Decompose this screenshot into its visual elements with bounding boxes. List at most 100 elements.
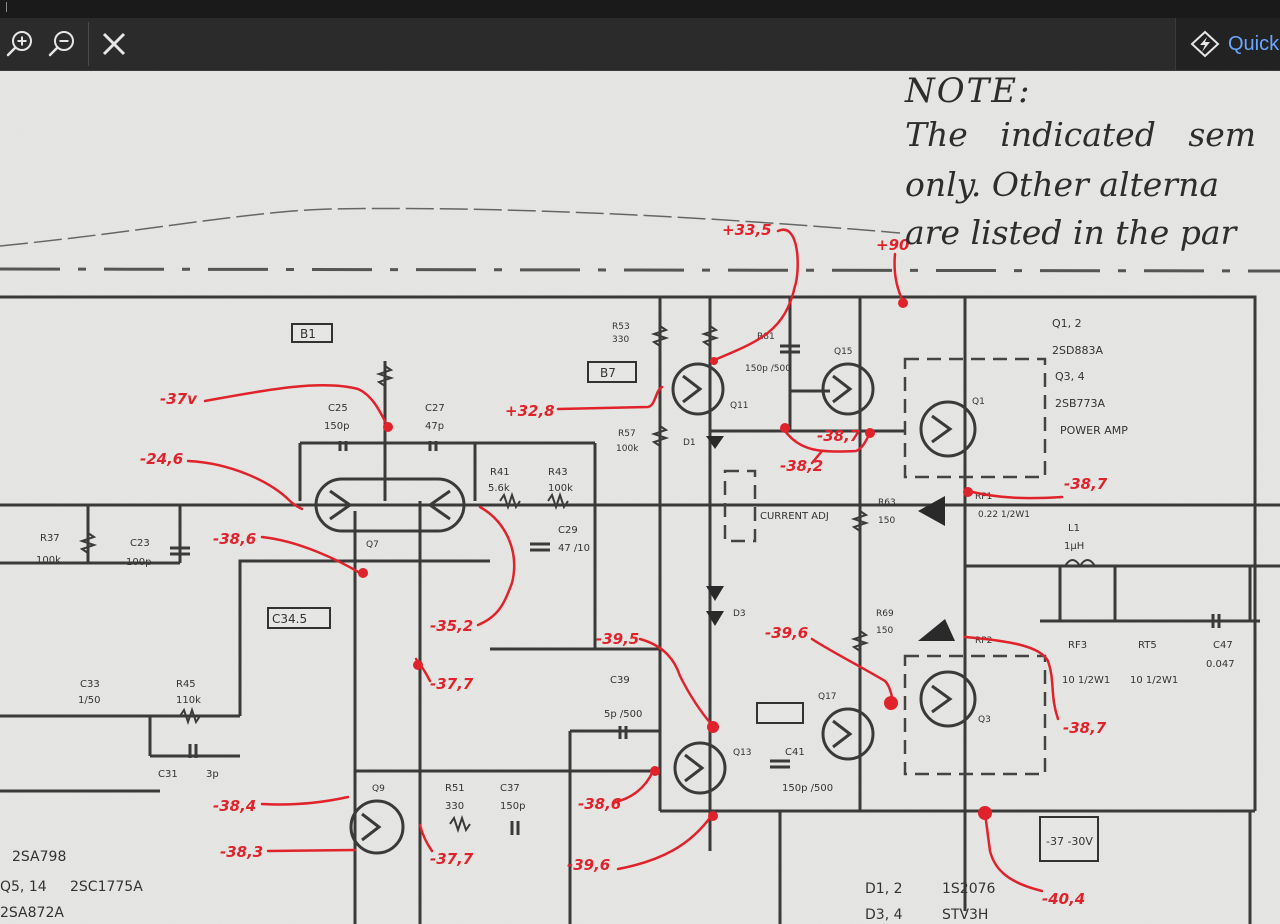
label-d3: D3: [733, 609, 746, 619]
voltage-8: -37,7: [430, 675, 474, 693]
label-r41-val: 5.6k: [488, 483, 510, 494]
label-r53-val: 330: [612, 335, 629, 345]
label-c23-val: 100p: [126, 557, 151, 568]
voltage-14: -38,7: [1063, 719, 1107, 737]
label-c25-val: 150p: [324, 421, 349, 432]
label-r45-val: 110k: [176, 695, 201, 706]
voltage-17: -38,6: [578, 795, 621, 813]
label-c47: C47: [1213, 640, 1233, 651]
label-r63-val: 150: [878, 516, 895, 526]
label-c31: C31: [158, 769, 178, 780]
label-rt5: RT5: [1138, 640, 1157, 651]
label-rp1: RP1: [975, 492, 992, 502]
label-r51-val: 330: [445, 801, 464, 812]
voltage-20: -40,4: [1042, 890, 1085, 908]
label-r81-val: 150p /500: [745, 364, 791, 374]
quick-label: Quick: [1228, 32, 1280, 55]
label-r53: R53: [612, 322, 630, 332]
label-c25: C25: [328, 403, 348, 414]
voltage-11: -38,7: [1064, 475, 1108, 493]
note-heading: NOTE:: [905, 71, 1032, 111]
label-r57: R57: [618, 429, 636, 439]
voltage-9: -38,2: [780, 457, 823, 475]
label-r81: R81: [757, 332, 775, 342]
label-r57-val: 100k: [616, 444, 639, 454]
label-power-amp: POWER AMP: [1060, 424, 1128, 437]
note-line-3: are listed in the par: [905, 213, 1237, 252]
close-icon: [102, 32, 126, 56]
label-r51: R51: [445, 783, 465, 794]
note-line-2: only. Other alterna: [905, 165, 1219, 204]
label-c39-val: 5p /500: [604, 709, 642, 720]
viewer-toolbar: Quick: [0, 18, 1280, 71]
label-d34: D3, 4: [865, 907, 903, 923]
label-c33-val: 1/50: [78, 695, 100, 706]
close-button[interactable]: [97, 27, 131, 61]
label-q11: Q11: [730, 401, 749, 411]
label-r69-val: 150: [876, 626, 893, 636]
voltage-3: +32,8: [505, 402, 555, 420]
label-c41-val: 150p /500: [782, 783, 833, 794]
voltage-6: -38,6: [213, 530, 256, 548]
zoom-in-icon: [6, 31, 32, 57]
label-c37-val: 150p: [500, 801, 525, 812]
label-rt5-val: 10 1/2W1: [1130, 675, 1178, 686]
quick-share-button[interactable]: Quick: [1175, 18, 1280, 70]
label-r63: R63: [878, 498, 896, 508]
voltage-18: -37,7: [430, 850, 474, 868]
label-c33: C33: [80, 679, 100, 690]
voltage-12: -39,5: [596, 630, 639, 648]
voltage-15: -38,4: [213, 797, 256, 815]
label-q12-part: 2SD883A: [1052, 344, 1103, 357]
label-c23: C23: [130, 538, 150, 549]
document-viewer[interactable]: Q1, 2 2SD883A Q3, 4 2SB773A POWER AMP Q1…: [0, 71, 1280, 924]
label-c47-val: 0.047: [1206, 659, 1235, 670]
label-c37: C37: [500, 783, 520, 794]
label-l1: L1: [1068, 523, 1080, 534]
label-rf3: RF3: [1068, 640, 1087, 651]
zoom-in-button[interactable]: [3, 27, 37, 61]
label-left-part-4: 2SA872A: [0, 905, 64, 921]
voltage-7: -35,2: [430, 617, 473, 635]
label-r41: R41: [490, 467, 510, 478]
label-c27: C27: [425, 403, 445, 414]
note-block: NOTE: The indicated sem only. Other alte…: [905, 71, 1280, 261]
label-r45: R45: [176, 679, 196, 690]
tag-b7: B7: [600, 366, 616, 380]
quick-share-icon: [1190, 30, 1220, 58]
note-line-1: The indicated sem: [905, 115, 1257, 154]
label-c27-val: 47p: [425, 421, 444, 432]
label-d12: D1, 2: [865, 881, 903, 897]
label-r37-val: 100k: [36, 555, 61, 566]
label-current-adj: CURRENT ADJ: [760, 511, 829, 522]
voltage-13: -39,6: [765, 624, 808, 642]
zoom-out-button[interactable]: [45, 27, 79, 61]
label-d34-part: STV3H: [942, 907, 988, 923]
label-rp2: RP2: [975, 636, 992, 646]
label-left-part-2: Q5, 14: [0, 879, 47, 895]
voltage-10: -38,7: [817, 427, 861, 445]
label-rval: 0.22 1/2W1: [978, 510, 1030, 520]
app-icon: [0, 2, 7, 12]
tag-b1: B1: [300, 327, 316, 341]
voltage-19: -39,6: [567, 856, 610, 874]
label-rf3-val: 10 1/2W1: [1062, 675, 1110, 686]
voltage-5: -24,6: [140, 450, 183, 468]
voltage-1: +33,5: [722, 221, 772, 239]
toolbar-separator: [88, 22, 89, 66]
label-q9: Q9: [372, 784, 385, 794]
label-q1: Q1: [972, 397, 985, 407]
label-q17: Q17: [818, 692, 837, 702]
label-q34: Q3, 4: [1055, 370, 1085, 383]
label-l1-val: 1μH: [1064, 541, 1084, 552]
label-r43-val: 100k: [548, 483, 573, 494]
zoom-out-icon: [48, 31, 74, 57]
title-bar: [0, 0, 1280, 18]
voltage-4: -37v: [160, 390, 198, 408]
voltage-16: -38,3: [220, 843, 263, 861]
schematic-drawing: Q1, 2 2SD883A Q3, 4 2SB773A POWER AMP Q1…: [0, 71, 1280, 924]
label-c31-val: 3p: [206, 769, 219, 780]
label-q3: Q3: [978, 715, 991, 725]
label-q13: Q13: [733, 748, 752, 758]
label-left-part-1: 2SA798: [12, 849, 66, 865]
